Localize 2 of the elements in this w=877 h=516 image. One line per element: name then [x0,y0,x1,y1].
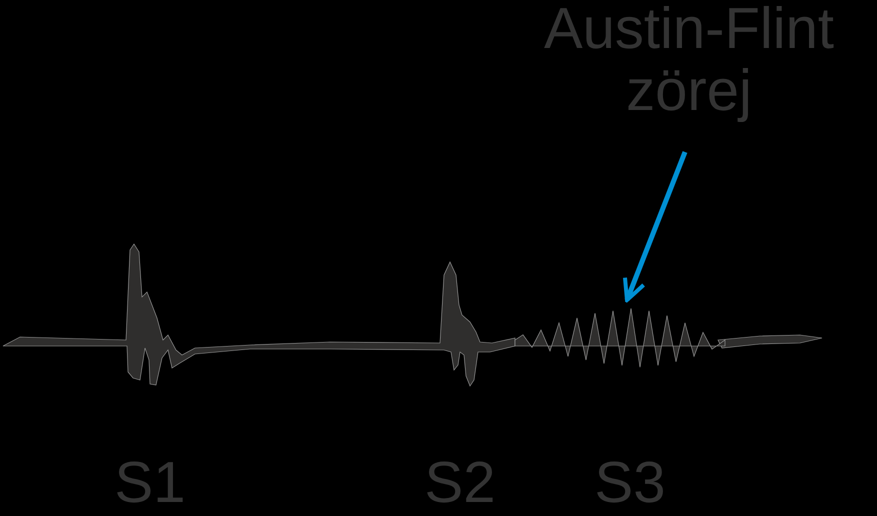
murmur-waveform [514,308,726,368]
leader-arrow [622,151,688,302]
